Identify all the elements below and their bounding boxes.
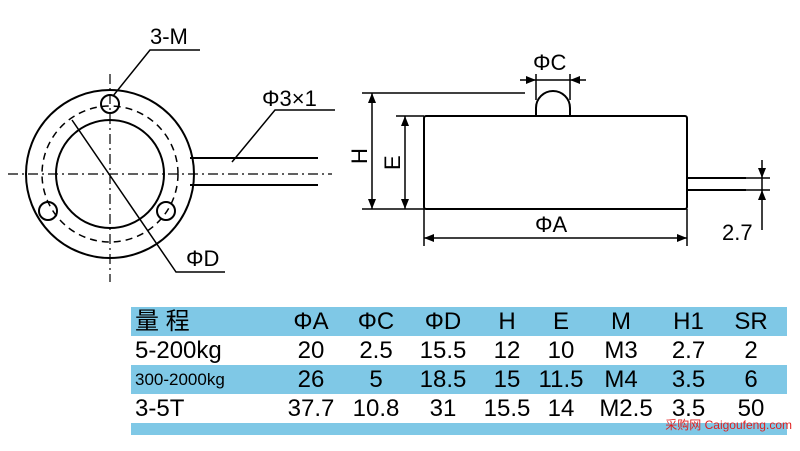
body-outline (423, 115, 688, 210)
cell-phi-a: 26 (297, 366, 325, 393)
cell-h1: 3.5 (671, 395, 706, 422)
cell-m: M4 (604, 366, 638, 393)
technical-drawing: 3-M Φ3×1 ΦD ΦC H E (8, 24, 770, 282)
cell-phi-a: 20 (297, 337, 325, 364)
cell-h1: 2.7 (671, 337, 706, 364)
label-offset: 2.7 (722, 220, 753, 245)
cell-phi-c: 5 (369, 366, 383, 393)
cell-e: 14 (547, 395, 575, 422)
cell-m: M3 (604, 337, 638, 364)
header-m: M (611, 308, 631, 335)
cell-phi-a: 37.7 (287, 395, 335, 422)
cell-phi-c: 2.5 (359, 337, 393, 364)
label-e: E (380, 155, 405, 170)
table-row: 5-200kg 20 2.5 15.5 12 10 M3 2.7 2 (131, 336, 787, 365)
table-footer-band (131, 423, 787, 435)
cell-h: 12 (493, 337, 521, 364)
header-sr: SR (734, 308, 768, 335)
header-e: E (552, 308, 569, 335)
table-row: 300-2000kg 26 5 18.5 15 11.5 M4 3.5 6 (131, 365, 787, 394)
label-phi-a: ΦA (535, 212, 568, 237)
header-range: 量 程 (135, 308, 190, 335)
cell-h: 15.5 (483, 395, 531, 422)
holes-leader (112, 49, 200, 97)
arrowheads (368, 76, 766, 242)
label-phi-c: ΦC (533, 50, 567, 75)
spec-table: 量 程 ΦA ΦC ΦD H E M H1 SR 5-200kg 20 2.5 … (131, 307, 787, 435)
label-holes: 3-M (150, 24, 188, 49)
header-phi-c: ΦC (357, 308, 395, 335)
phi-d-leader (71, 119, 225, 273)
header-h1: H1 (673, 308, 704, 335)
cell-range: 5-200kg (135, 337, 222, 364)
table-row: 3-5T 37.7 10.8 31 15.5 14 M2.5 3.5 50 (131, 394, 787, 423)
table-header-row: 量 程 ΦA ΦC ΦD H E M H1 SR (131, 307, 787, 336)
cell-sr: 2 (744, 337, 758, 364)
cell-phi-c: 10.8 (352, 395, 400, 422)
header-h: H (498, 308, 516, 335)
cell-phi-d: 15.5 (419, 337, 467, 364)
cell-m: M2.5 (599, 395, 653, 422)
cell-range: 300-2000kg (135, 370, 225, 389)
cable-leader (231, 109, 335, 163)
cell-e: 11.5 (538, 366, 584, 393)
load-button (535, 90, 571, 116)
mounting-hole-left (38, 201, 58, 221)
label-cable: Φ3×1 (262, 86, 317, 111)
top-view (8, 49, 335, 282)
cell-h1: 3.5 (671, 366, 706, 393)
cell-phi-d: 18.5 (419, 366, 467, 393)
header-phi-d: ΦD (424, 308, 462, 335)
header-phi-a: ΦA (293, 308, 329, 335)
cell-phi-d: 31 (429, 395, 457, 422)
cell-sr: 50 (737, 395, 765, 422)
mounting-hole-right (156, 201, 176, 221)
side-view (362, 74, 770, 246)
label-h: H (347, 148, 372, 164)
cell-range: 3-5T (135, 395, 185, 422)
cell-e: 10 (547, 337, 575, 364)
label-phi-d: ΦD (186, 246, 219, 271)
cell-h: 15 (493, 366, 521, 393)
watermark: 采购网 Caigoufeng.com (665, 418, 792, 432)
cell-sr: 6 (744, 366, 758, 393)
